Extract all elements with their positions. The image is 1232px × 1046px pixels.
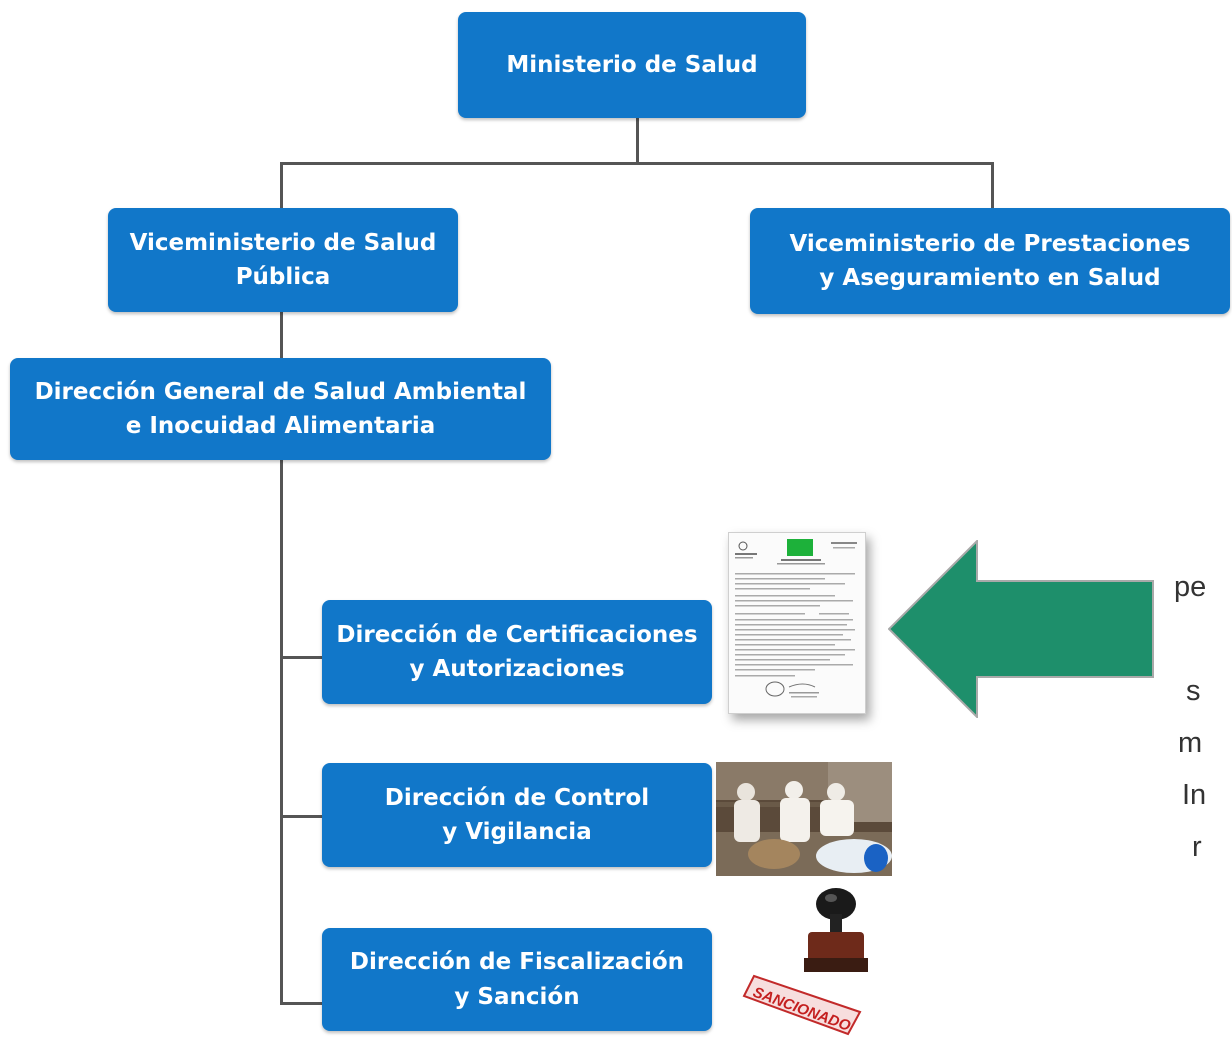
certificate-document-image — [728, 532, 866, 714]
node-direccion-certificaciones: Dirección de Certificaciones y Autorizac… — [322, 600, 712, 704]
node-ministerio-de-salud: Ministerio de Salud — [458, 12, 806, 118]
node-viceministerio-prestaciones: Viceministerio de Prestaciones y Asegura… — [750, 208, 1230, 314]
node-label-line2: y Vigilancia — [442, 819, 592, 845]
connector-horizontal-top — [280, 162, 994, 165]
connector-general-trunk — [280, 460, 283, 1005]
node-label-line1: Dirección General de Salud Ambiental — [34, 378, 527, 405]
connector-branch-fisc — [280, 1002, 322, 1005]
node-direccion-general: Dirección General de Salud Ambiental e I… — [10, 358, 551, 460]
left-arrow-icon — [888, 540, 1154, 718]
node-label-line2: y Autorizaciones — [409, 656, 625, 682]
node-label-line2: Pública — [235, 264, 331, 290]
node-direccion-control: Dirección de Control y Vigilancia — [322, 763, 712, 867]
node-label-line1: Dirección de Fiscalización — [349, 949, 685, 975]
node-label-line1: Viceministerio de Salud — [129, 229, 437, 256]
node-label-line2: y Aseguramiento en Salud — [819, 265, 1161, 291]
sanction-stamp-image: SANCIONADO — [740, 884, 872, 1044]
node-label-line2: y Sanción — [454, 983, 580, 1010]
side-text-line4: In — [1182, 779, 1207, 811]
side-text-line3: m — [1178, 727, 1203, 759]
node-label-line1: Dirección de Certificaciones — [336, 621, 698, 648]
connector-root-down — [636, 118, 639, 164]
connector-to-vice-public — [280, 162, 283, 208]
side-text-line2: s — [1186, 675, 1201, 707]
node-label-line1: Viceministerio de Prestaciones — [789, 230, 1191, 257]
node-direccion-fiscalizacion: Dirección de Fiscalización y Sanción — [322, 928, 712, 1031]
connector-vice-to-general — [280, 312, 283, 358]
connector-branch-control — [280, 815, 322, 818]
node-label: Ministerio de Salud — [506, 51, 758, 78]
inspection-photo-image — [716, 762, 892, 876]
node-viceministerio-salud-publica: Viceministerio de Salud Pública — [108, 208, 458, 312]
side-text-line1: pe — [1174, 571, 1207, 603]
side-text-line5: r — [1192, 831, 1202, 863]
node-label-line2: e Inocuidad Alimentaria — [125, 413, 436, 439]
connector-branch-cert — [280, 656, 322, 659]
node-label-line1: Dirección de Control — [384, 784, 650, 811]
connector-to-vice-prestaciones — [991, 162, 994, 208]
